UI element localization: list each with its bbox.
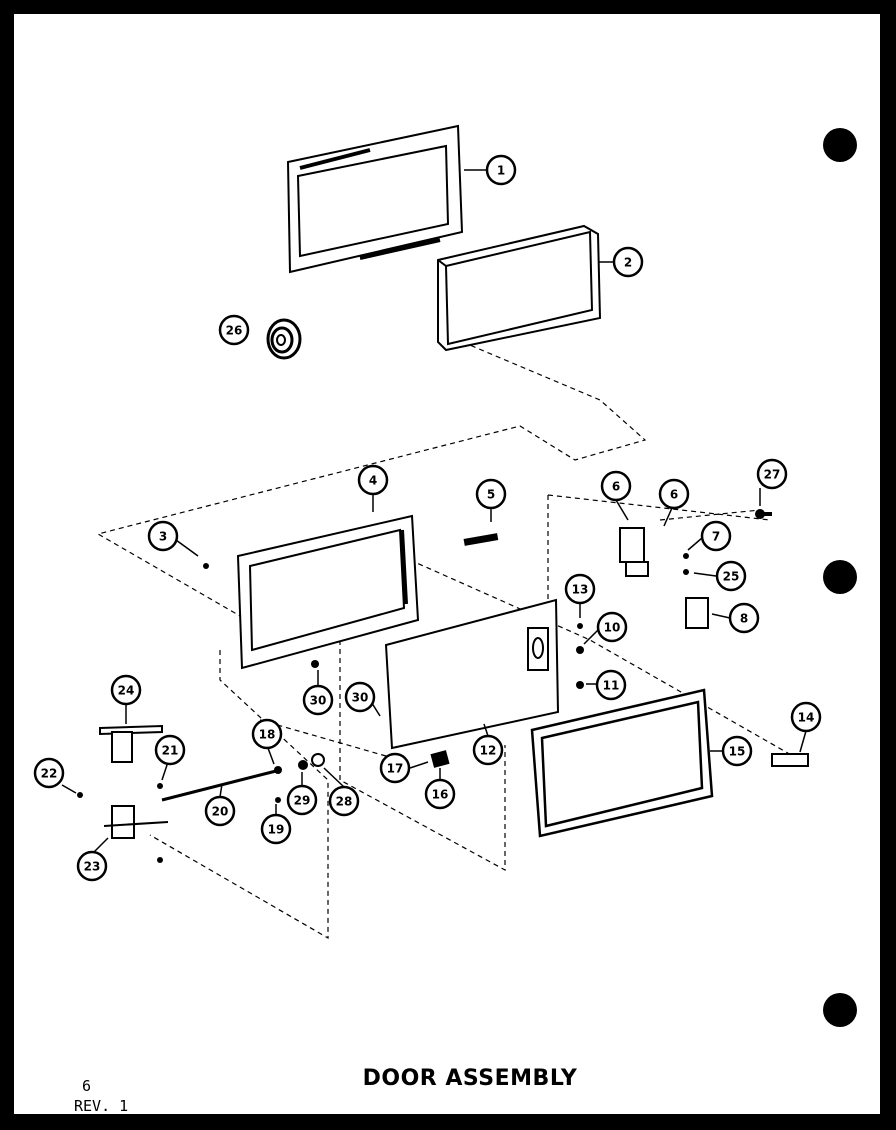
callouts: 1 2 26 4 5 3 6 6 27 7 25 8 13 10 11 30 3… bbox=[33, 154, 822, 882]
callout-label: 15 bbox=[729, 745, 746, 759]
callout-label: 5 bbox=[487, 488, 495, 502]
callout-label: 18 bbox=[259, 728, 276, 742]
callout-label: 7 bbox=[712, 530, 720, 544]
callout-label: 20 bbox=[212, 805, 229, 819]
callout-26: 26 bbox=[218, 314, 250, 346]
callout-label: 25 bbox=[723, 570, 740, 584]
part-26-grommet bbox=[266, 318, 302, 360]
callout-label: 11 bbox=[603, 679, 620, 693]
callout-20: 20 bbox=[204, 795, 236, 827]
callout-30-b: 30 bbox=[344, 681, 376, 713]
callout-10: 10 bbox=[596, 611, 628, 643]
callout-8: 8 bbox=[728, 602, 760, 634]
callout-1: 1 bbox=[485, 154, 517, 186]
callout-label: 22 bbox=[41, 767, 58, 781]
callout-4: 4 bbox=[357, 464, 389, 496]
callout-label: 17 bbox=[387, 762, 404, 776]
callout-16: 16 bbox=[424, 778, 456, 810]
callout-2: 2 bbox=[612, 246, 644, 278]
page-title: DOOR ASSEMBLY bbox=[362, 1066, 578, 1091]
callout-28: 28 bbox=[328, 785, 360, 817]
part-1-inner-frame bbox=[286, 124, 464, 274]
part-17-spring bbox=[430, 750, 450, 768]
callout-label: 27 bbox=[764, 468, 781, 482]
registration-dot-bottom bbox=[823, 993, 857, 1027]
part-15-gasket-frame bbox=[530, 688, 714, 838]
callout-label: 1 bbox=[497, 164, 505, 178]
callout-25: 25 bbox=[715, 560, 747, 592]
callout-5: 5 bbox=[475, 478, 507, 510]
revision-label: REV. 1 bbox=[74, 1097, 129, 1115]
callout-27: 27 bbox=[756, 458, 788, 490]
callout-11: 11 bbox=[595, 669, 627, 701]
assembly-dashed-lines bbox=[96, 334, 801, 940]
callout-21: 21 bbox=[154, 734, 186, 766]
callout-12: 12 bbox=[472, 734, 504, 766]
registration-dot-middle bbox=[823, 560, 857, 594]
part-20-rod bbox=[161, 768, 281, 802]
part-12-door-panel bbox=[384, 598, 560, 750]
callout-15: 15 bbox=[721, 735, 753, 767]
callout-17: 17 bbox=[379, 752, 411, 784]
callout-label: 23 bbox=[84, 860, 101, 874]
callout-label: 30 bbox=[310, 694, 327, 708]
callout-24: 24 bbox=[110, 674, 142, 706]
part-5-strip bbox=[463, 533, 499, 546]
callout-7: 7 bbox=[700, 520, 732, 552]
callout-label: 29 bbox=[294, 794, 311, 808]
callout-label: 3 bbox=[159, 530, 167, 544]
callout-label: 4 bbox=[369, 474, 377, 488]
callout-30-a: 30 bbox=[302, 684, 334, 716]
callout-18: 18 bbox=[251, 718, 283, 750]
callout-label: 21 bbox=[162, 744, 179, 758]
callout-label: 26 bbox=[226, 324, 243, 338]
callout-label: 28 bbox=[336, 795, 353, 809]
callout-3: 3 bbox=[147, 520, 179, 552]
part-27-screw bbox=[755, 509, 772, 519]
part-14-handle bbox=[771, 753, 809, 767]
callout-label: 24 bbox=[118, 684, 135, 698]
part-23-latch bbox=[103, 805, 169, 839]
registration-dot-top bbox=[823, 128, 857, 162]
callout-label: 19 bbox=[268, 823, 285, 837]
callout-label: 6 bbox=[670, 488, 678, 502]
callout-14: 14 bbox=[790, 701, 822, 733]
callout-13: 13 bbox=[564, 573, 596, 605]
callout-label: 13 bbox=[572, 583, 589, 597]
callout-6-b: 6 bbox=[658, 478, 690, 510]
callout-label: 30 bbox=[352, 691, 369, 705]
small-hardware bbox=[77, 553, 689, 863]
callout-label: 12 bbox=[480, 744, 497, 758]
part-4-door-liner bbox=[236, 514, 420, 670]
callout-19: 19 bbox=[260, 813, 292, 845]
callout-label: 10 bbox=[604, 621, 621, 635]
callout-22: 22 bbox=[33, 757, 65, 789]
callout-23: 23 bbox=[76, 850, 108, 882]
callout-6-a: 6 bbox=[600, 470, 632, 502]
callout-label: 8 bbox=[740, 612, 748, 626]
page-number: 6 bbox=[82, 1077, 92, 1095]
part-2-outer-frame bbox=[437, 224, 602, 352]
callout-label: 16 bbox=[432, 788, 449, 802]
callout-29: 29 bbox=[286, 784, 318, 816]
part-6-hinge bbox=[619, 527, 649, 577]
callout-label: 14 bbox=[798, 711, 815, 725]
part-24-bracket bbox=[99, 724, 163, 763]
callout-label: 2 bbox=[624, 256, 632, 270]
part-8-bracket bbox=[685, 597, 709, 629]
leader-lines bbox=[61, 169, 807, 853]
callout-label: 6 bbox=[612, 480, 620, 494]
